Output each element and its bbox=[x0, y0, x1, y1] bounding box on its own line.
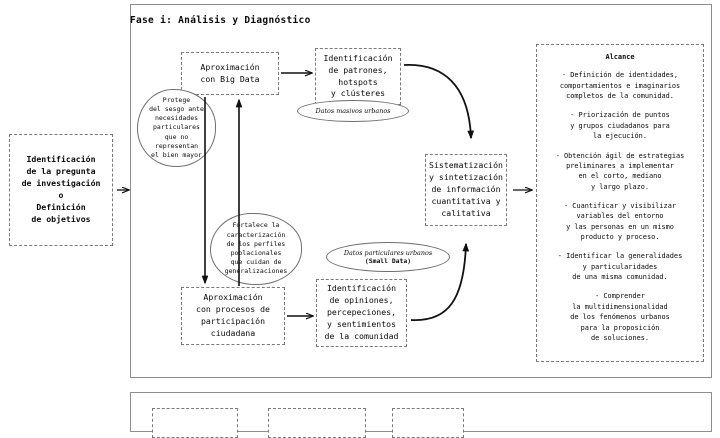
entry-box-label: Identificación de la pregunta de investi… bbox=[21, 154, 101, 224]
diagram-canvas: Fase i: Análisis y Diagnóstico Identific… bbox=[9, 4, 712, 438]
phase-title: Fase i: Análisis y Diagnóstico bbox=[130, 8, 712, 27]
box-opinions-label: Identificación de opiniones, percepecion… bbox=[324, 283, 399, 341]
next-phase-box-1 bbox=[152, 408, 238, 438]
phase-title-text: Fase i: Análisis y Diagnóstico bbox=[130, 15, 311, 26]
box-participation-label: Aproximación con procesos de participaci… bbox=[196, 292, 270, 338]
data-oval-particular: Datos particulares urbanos(Small Data) bbox=[326, 242, 450, 272]
box-participation: Aproximación con procesos de participaci… bbox=[181, 287, 285, 345]
alcance-box: Alcance - Definición de identidades, com… bbox=[536, 44, 704, 362]
data-oval-massive: Datos masivos urbanos bbox=[297, 100, 409, 122]
bubble-protects-label: Protege del sesgo ante necesidades parti… bbox=[149, 95, 204, 160]
data-oval-massive-label: Datos masivos urbanos bbox=[315, 106, 391, 115]
bubble-strengthens: Fortalece la caracterización de los perf… bbox=[210, 213, 302, 285]
alcance-item: - Obtención ágil de estrategias prelimin… bbox=[555, 151, 685, 191]
alcance-title: Alcance bbox=[605, 53, 635, 61]
alcance-item: - Cuantificar y visibilizar variables de… bbox=[563, 201, 676, 242]
data-oval-particular-line2: (Small Data) bbox=[364, 257, 412, 265]
box-big-data: Aproximación con Big Data bbox=[181, 52, 279, 95]
box-patterns: Identificación de patrones, hotspots y c… bbox=[315, 48, 401, 105]
next-phase-box-2 bbox=[268, 408, 366, 438]
box-systematization-label: Sistematización y sintetización de infor… bbox=[429, 160, 503, 218]
bubble-protects: Protege del sesgo ante necesidades parti… bbox=[137, 89, 216, 167]
entry-box: Identificación de la pregunta de investi… bbox=[9, 134, 113, 246]
alcance-item: - Priorización de puntos y grupos ciudad… bbox=[570, 111, 670, 141]
box-big-data-label: Aproximación con Big Data bbox=[200, 61, 260, 84]
alcance-item: - Definición de identidades, comportamie… bbox=[559, 71, 681, 101]
next-phase-box-3 bbox=[392, 408, 464, 438]
bubble-strengthens-label: Fortalece la caracterización de los perf… bbox=[224, 221, 288, 276]
alcance-item: - Identificar la generalidades y particu… bbox=[557, 252, 683, 282]
box-opinions: Identificación de opiniones, percepecion… bbox=[316, 279, 407, 347]
alcance-item: - Comprender la multidimensionalidad de … bbox=[570, 292, 670, 342]
data-oval-particular-line1: Datos particulares urbanos bbox=[343, 248, 433, 257]
box-systematization: Sistematización y sintetización de infor… bbox=[425, 154, 507, 226]
data-oval-particular-label: Datos particulares urbanos(Small Data) bbox=[340, 249, 436, 266]
box-patterns-label: Identificación de patrones, hotspots y c… bbox=[323, 52, 393, 99]
